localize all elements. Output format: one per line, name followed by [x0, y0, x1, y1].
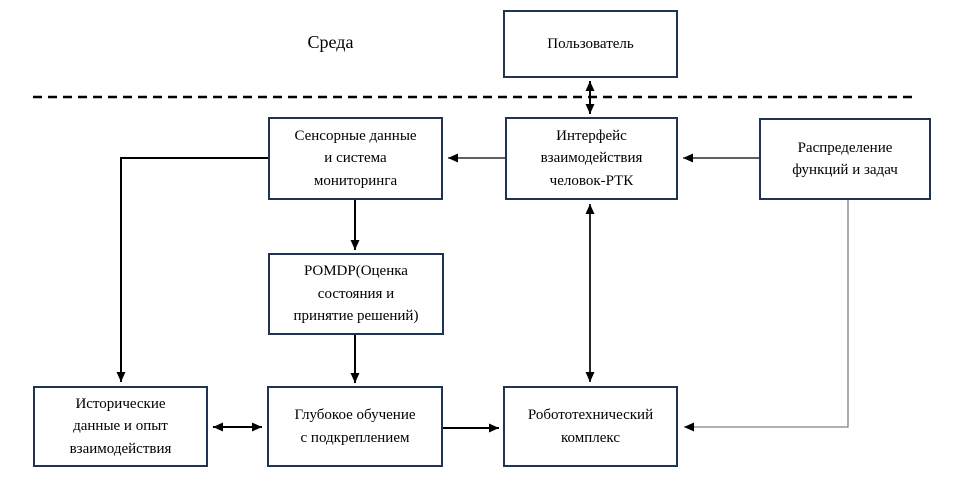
- node-robotic-complex: Робототехнический комплекс: [503, 386, 678, 467]
- node-deep-reinforcement-learning: Глубокое обучение с подкреплением: [267, 386, 443, 467]
- environment-label: Среда: [307, 32, 354, 52]
- connector-allocation-rtc: [684, 200, 849, 432]
- node-pomdp: POMDP(Оценка состояния и принятие решени…: [268, 253, 444, 335]
- node-human-rtc-interface: Интерфейс взаимодействия человок-РТК: [505, 117, 678, 200]
- node-sensor-data: Сенсорные данные и система мониторинга: [268, 117, 443, 200]
- node-historical-data: Исторические данные и опыт взаимодействи…: [33, 386, 208, 467]
- node-task-allocation: Распределение функций и задач: [759, 118, 931, 200]
- connector-sensor-history: [116, 157, 268, 382]
- node-user: Пользователь: [503, 10, 678, 78]
